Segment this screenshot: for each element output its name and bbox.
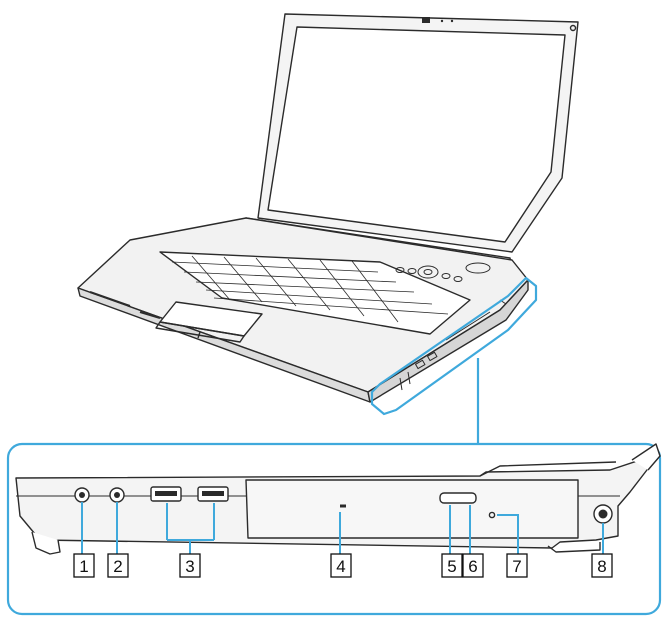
dc-in-port-shape <box>593 504 613 524</box>
laptop-right-edge <box>367 279 529 403</box>
laptop-side-ports <box>399 299 507 391</box>
media-buttons <box>395 262 491 282</box>
callout-1: 1 <box>73 553 95 578</box>
callout-3-label: 3 <box>185 557 194 576</box>
webcam-icon <box>422 17 430 23</box>
callout-4-label: 4 <box>336 557 345 576</box>
callout-2: 2 <box>107 553 129 578</box>
microphone-jack-port <box>109 487 125 503</box>
callout-8: 8 <box>591 553 613 578</box>
detail-panel <box>6 442 662 616</box>
manual-eject-hole-port <box>488 511 496 519</box>
callout-8-label: 8 <box>597 557 606 576</box>
callout-5-label: 5 <box>447 557 456 576</box>
keyboard-keys <box>171 255 449 323</box>
eject-button-port <box>439 492 477 504</box>
callout-1-label: 1 <box>79 557 88 576</box>
callout-7: 7 <box>506 553 528 578</box>
callout-5: 5 <box>441 553 463 578</box>
headphones-jack-port <box>74 487 90 503</box>
laptop-screen <box>267 26 566 243</box>
callout-7-label: 7 <box>512 557 521 576</box>
optical-drive-bay <box>245 479 579 539</box>
callout-4: 4 <box>330 553 352 578</box>
side-view-drawing <box>15 443 661 555</box>
callout-6: 6 <box>462 553 484 578</box>
callout-3: 3 <box>179 553 201 578</box>
callout-leader-lines <box>81 502 604 554</box>
callout-6-label: 6 <box>468 557 477 576</box>
callout-2-label: 2 <box>113 557 122 576</box>
laptop-illustration <box>77 13 579 403</box>
side-highlight-outline <box>370 276 538 416</box>
